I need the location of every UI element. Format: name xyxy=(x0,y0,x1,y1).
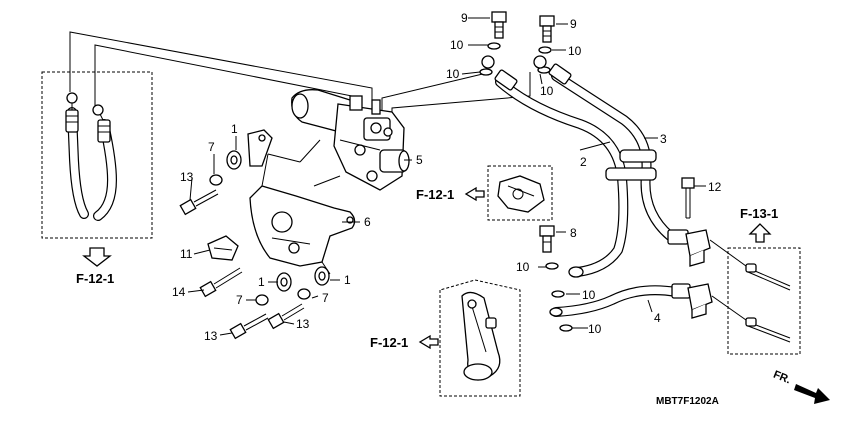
callout-14: 14 xyxy=(172,285,186,299)
leader-lines xyxy=(187,17,706,336)
callout-6: 6 xyxy=(364,215,371,229)
callout-10-mid-right: 10 xyxy=(540,84,554,98)
hose-3 xyxy=(548,63,675,241)
callout-10-top-left: 10 xyxy=(450,38,464,52)
callout-9-right: 9 xyxy=(570,17,577,31)
callout-5: 5 xyxy=(416,153,423,167)
right-inset xyxy=(709,239,801,355)
hose-4 xyxy=(551,283,691,317)
callout-4: 4 xyxy=(654,311,661,325)
callout-10-lower-c: 10 xyxy=(588,322,602,336)
callout-10-lower-b: 10 xyxy=(582,288,596,302)
callout-10-mid-left: 10 xyxy=(446,67,460,81)
abs-modulator xyxy=(291,89,412,191)
callout-13-lower-right: 13 xyxy=(296,317,310,331)
callout-11: 11 xyxy=(180,247,193,261)
top-banjo-bolts xyxy=(479,11,555,76)
bolt-12 xyxy=(681,177,695,219)
ref-arrow-right: F-13-1 xyxy=(740,206,778,243)
front-direction-indicator: FR. xyxy=(771,369,830,404)
diagram-code: MBT7F1202A xyxy=(656,396,719,407)
callout-10-top-right: 10 xyxy=(568,44,582,58)
ref-arrow-top-center: F-12-1 xyxy=(416,186,485,202)
callout-7-lower-right: 7 xyxy=(322,291,329,305)
master-cylinder-inset xyxy=(439,279,521,397)
inset-hose-b xyxy=(92,104,118,221)
callout-10-lower-a: 10 xyxy=(516,260,530,274)
reference-label-left: F-12-1 xyxy=(76,271,114,286)
hose-clamps xyxy=(605,149,657,181)
clamp-inset xyxy=(487,165,553,221)
ref-arrow-bottom-center: F-12-1 xyxy=(370,334,439,350)
callout-7-upper: 7 xyxy=(208,140,215,154)
inset-hose-a xyxy=(65,92,89,219)
reference-label-bottom-center: F-12-1 xyxy=(370,335,408,350)
callout-8: 8 xyxy=(570,226,577,240)
callout-2: 2 xyxy=(580,155,587,169)
callout-1-lower-right: 1 xyxy=(344,273,351,287)
reference-label-top-center: F-12-1 xyxy=(416,187,454,202)
reference-label-right: F-13-1 xyxy=(740,206,778,221)
front-label: FR. xyxy=(771,369,792,387)
callout-13-upper: 13 xyxy=(180,170,194,184)
callouts: 9 9 10 10 10 10 1 7 13 5 6 11 14 1 7 13 … xyxy=(172,11,722,343)
callout-12: 12 xyxy=(708,180,722,194)
callout-13-lower-left: 13 xyxy=(204,329,218,343)
callout-1-upper: 1 xyxy=(231,122,238,136)
callout-9-left: 9 xyxy=(461,11,468,25)
modulator-bracket xyxy=(249,139,356,275)
clip-11 xyxy=(207,235,239,261)
hose-2 xyxy=(494,69,629,277)
upper-strap xyxy=(247,129,273,167)
joint-blocks xyxy=(667,229,713,319)
callout-1-lower-left: 1 xyxy=(258,275,265,289)
callout-3: 3 xyxy=(660,132,667,146)
bolt-8 xyxy=(539,225,584,332)
callout-7-lower-left: 7 xyxy=(236,293,243,307)
left-inset xyxy=(41,71,153,239)
arrow-right-icon xyxy=(794,384,830,404)
ref-arrow-left: F-12-1 xyxy=(76,247,114,286)
